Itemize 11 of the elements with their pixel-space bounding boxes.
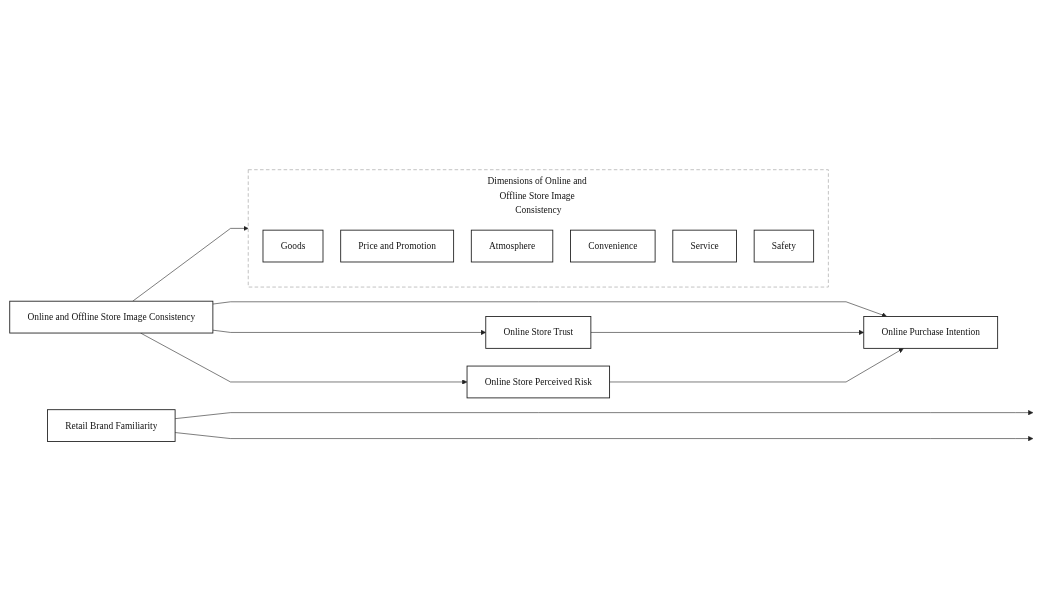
node-box: Price and Promotion xyxy=(340,229,455,263)
node-box: Goods xyxy=(262,229,324,263)
node-box: Online Store Trust xyxy=(485,315,592,349)
node-box: Convenience xyxy=(570,229,656,263)
node-box: Service xyxy=(672,229,737,263)
node-box: Retail Brand Familiarity xyxy=(47,409,176,442)
node-box: Safety xyxy=(753,229,815,263)
node-box: Online and Offline Store Image Consistency xyxy=(9,300,214,334)
node-box: Online Purchase Intention xyxy=(863,315,999,349)
node-box: Atmosphere xyxy=(470,229,554,263)
node-box: Online Store Perceived Risk xyxy=(466,365,611,399)
